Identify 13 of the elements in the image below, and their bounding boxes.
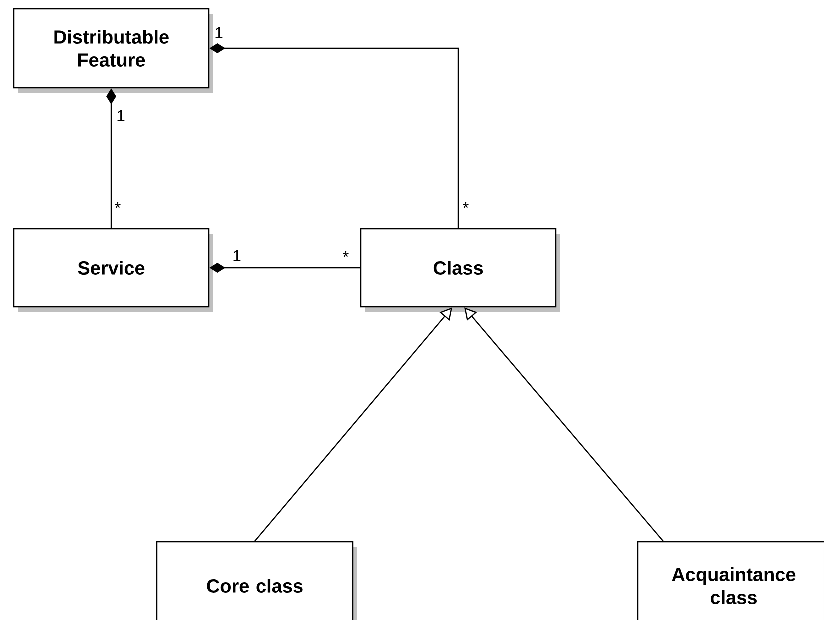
generalization-arrow: [254, 308, 452, 542]
class-box: Distributable Feature: [13, 8, 210, 89]
class-box: Acquaintance class: [637, 541, 824, 620]
multiplicity-label: 1: [118, 110, 125, 122]
multiplicity-label: *: [343, 252, 349, 258]
multiplicity-label: 1: [234, 250, 241, 262]
class-box: Service: [13, 228, 210, 308]
multiplicity-label: *: [463, 202, 469, 208]
generalization-arrow: [464, 308, 664, 542]
multiplicity-label: 1: [216, 28, 223, 38]
class-box: Class: [360, 228, 557, 308]
class-box: Core class: [156, 541, 354, 620]
multiplicity-label: *: [115, 202, 121, 208]
